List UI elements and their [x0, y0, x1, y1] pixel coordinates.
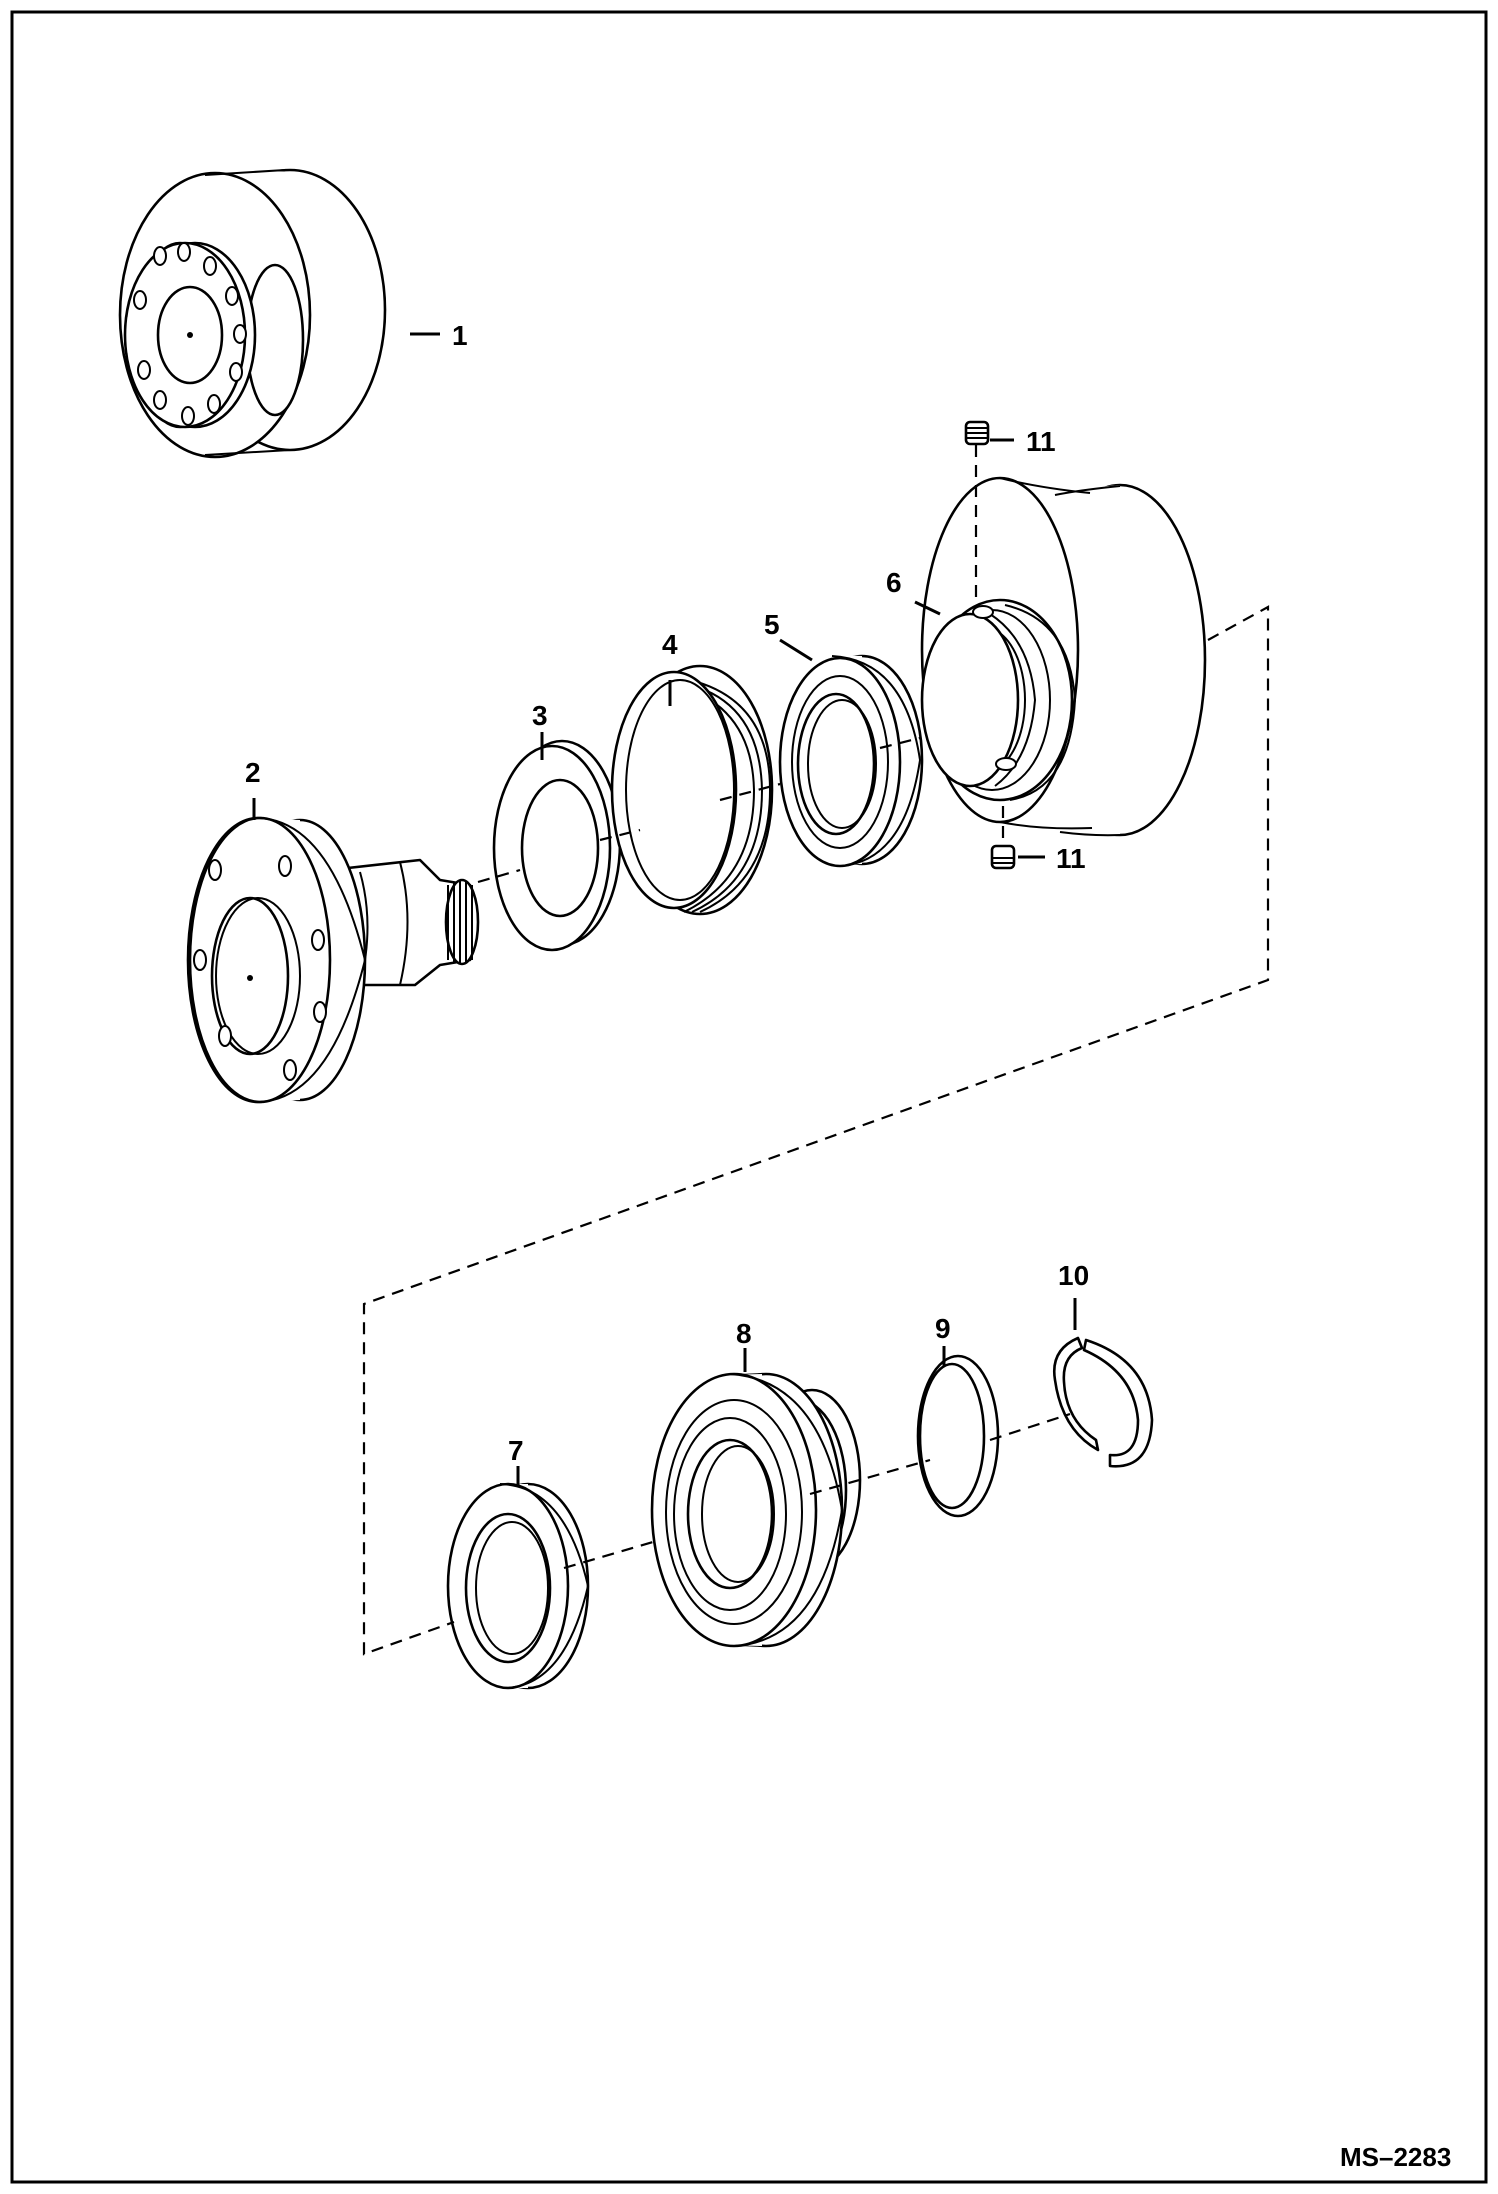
drawing-code: MS–2283 — [1340, 2142, 1451, 2172]
callout-1: 1 — [452, 320, 468, 351]
part-3-washer — [492, 739, 622, 952]
callout-10: 10 — [1058, 1260, 1089, 1291]
page-border — [10, 10, 1488, 2184]
part-4-race — [610, 664, 774, 916]
leaders — [252, 332, 1077, 1486]
callout-9: 9 — [935, 1313, 951, 1344]
part-10-snap-ring — [1052, 1336, 1154, 1468]
group-bracket — [362, 605, 1270, 1656]
part-9-ring — [916, 1354, 1000, 1518]
callout-11-bottom: 11 — [1056, 843, 1086, 874]
part-11-plug-top — [964, 420, 990, 446]
callout-11-top: 11 — [1026, 426, 1056, 457]
part-8-bearing — [650, 1372, 862, 1648]
part-5-bearing — [778, 654, 924, 868]
callout-2: 2 — [245, 757, 261, 788]
callout-8: 8 — [736, 1318, 752, 1349]
part-11-plug-bottom — [990, 844, 1016, 870]
part-2-drive-flange — [186, 816, 480, 1104]
callout-5: 5 — [764, 609, 780, 640]
callout-6: 6 — [886, 567, 902, 598]
part-1-hub — [118, 168, 387, 459]
centerline-upper — [477, 445, 1005, 884]
part-7-seal — [446, 1482, 590, 1690]
callout-7: 7 — [508, 1435, 524, 1466]
callout-3: 3 — [532, 700, 548, 731]
centerline-lower — [563, 1412, 1071, 1570]
callout-4: 4 — [662, 629, 678, 660]
part-6-housing — [920, 476, 1207, 838]
